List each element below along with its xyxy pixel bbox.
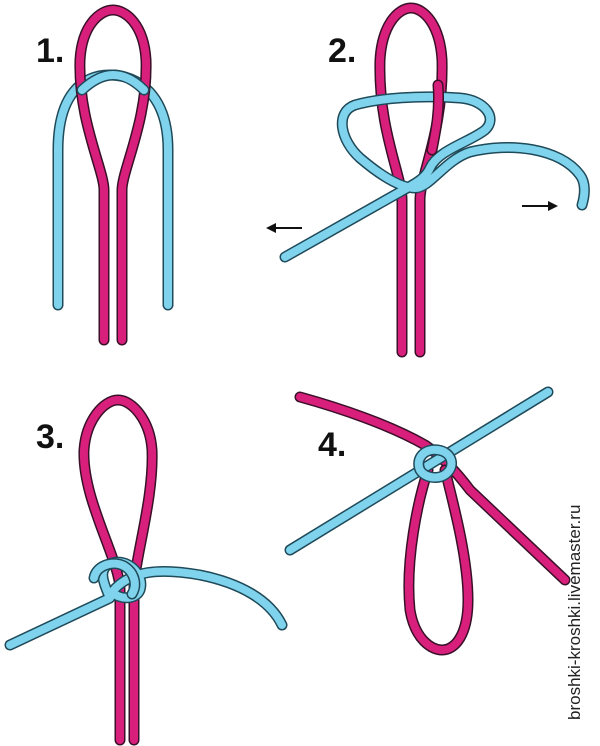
step-1-blue-overlap — [76, 69, 150, 96]
step-2-illustration — [266, 2, 590, 358]
step-1-label: 1. — [36, 32, 65, 70]
step-3-label: 3. — [36, 418, 65, 456]
step-3-illustration — [4, 394, 288, 746]
step-4-pink-loop — [403, 464, 474, 656]
step-1-pink-loop — [74, 4, 152, 346]
step-1-illustration — [52, 4, 174, 346]
step-4-label: 4. — [318, 426, 347, 464]
step-2-label: 2. — [328, 32, 357, 70]
step-2-pink-overlap — [426, 79, 445, 156]
step-2-blue-cord — [279, 91, 590, 263]
step-3-blue-cord — [4, 556, 288, 651]
step-3-knot — [88, 558, 141, 600]
step-2-arrow-right — [522, 201, 558, 211]
step-2-arrow-left — [266, 223, 302, 233]
step-4-illustration — [284, 386, 571, 656]
step-3-pink-loop — [78, 394, 158, 746]
step-4-knot — [413, 444, 457, 483]
watermark-text: broshki-kroshki.livemaster.ru — [565, 504, 584, 720]
step-4-pink-strand — [294, 391, 571, 586]
step-1-blue-cord — [52, 69, 174, 311]
